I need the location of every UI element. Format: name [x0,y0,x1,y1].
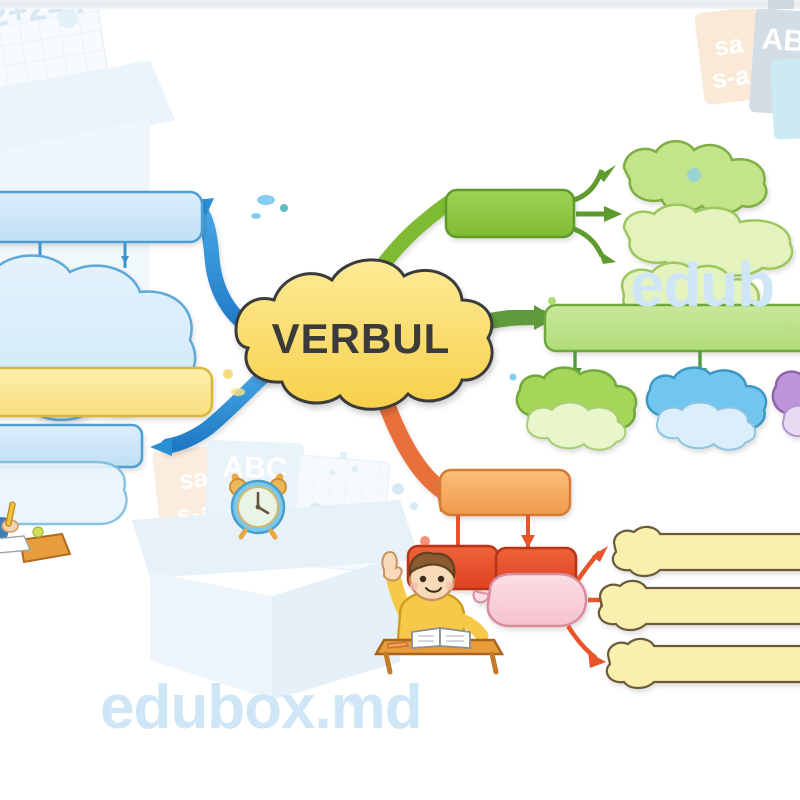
node-blue-box-1 [0,190,204,244]
decoration-cards-topright: sa s-a ABC [694,6,800,140]
node-blue-cloud-pair [645,366,768,451]
watermark-edubox-right: edub [630,251,775,320]
svg-text:s-a: s-a [175,496,216,530]
browser-edge-strip [0,0,800,9]
decoration-child-writing [0,501,72,564]
node-purple-cloud-pair [771,370,800,438]
node-yellow-bar-1 [611,525,800,578]
node-blue-cloud-bottom [0,460,128,526]
browser-edge-nub [768,0,794,9]
arrow-blue-lower [160,364,276,454]
node-yellow-bar-2 [597,579,800,632]
node-pink-pill [472,572,588,628]
node-yellow-box-left [0,366,214,418]
svg-text:2+2=4: 2+2=4 [308,498,373,528]
node-orange-head [438,468,572,517]
decoration-boy-raising-hand [373,550,505,675]
svg-text:sa: sa [712,28,745,61]
watermark-edubox-bottom: edubox.md [100,673,423,742]
decoration-alarm-clock [229,473,287,540]
node-green-cloud-pair [515,366,638,451]
decoration-dots [223,195,795,707]
node-yellow-bar-3 [605,637,800,690]
svg-text:ABC: ABC [761,23,800,60]
svg-text:s-a: s-a [710,60,751,94]
decoration-open-box-center: sa s-a ABC A 2+2=4 [132,440,420,700]
node-green-head-2 [543,303,800,353]
svg-text:sa: sa [178,462,210,495]
node-green-head-1 [444,188,576,239]
